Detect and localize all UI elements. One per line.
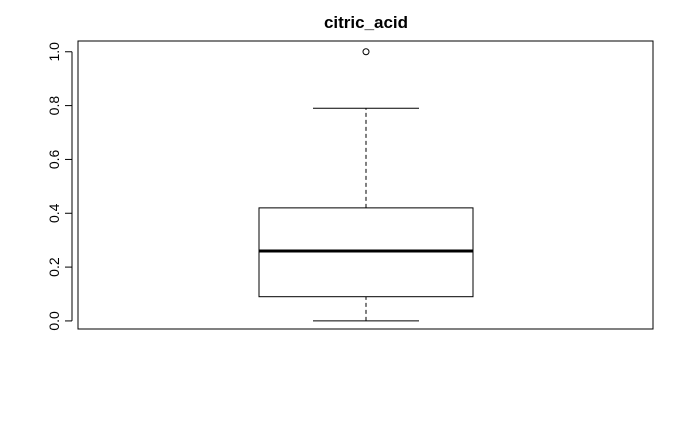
y-tick-label: 1.0 <box>46 42 62 62</box>
plot-frame <box>77 40 654 330</box>
chart-title: citric_acid <box>324 13 408 32</box>
y-tick-label: 0.8 <box>46 96 62 116</box>
y-tick-label: 0.6 <box>46 149 62 169</box>
box-group <box>258 48 474 322</box>
y-tick-label: 0.0 <box>46 311 62 331</box>
y-axis: 0.0 0.2 0.4 0.6 0.8 1.0 <box>46 42 73 331</box>
y-tick-label: 0.4 <box>46 203 62 223</box>
outlier-point <box>362 48 370 56</box>
y-tick-label: 0.2 <box>46 257 62 277</box>
